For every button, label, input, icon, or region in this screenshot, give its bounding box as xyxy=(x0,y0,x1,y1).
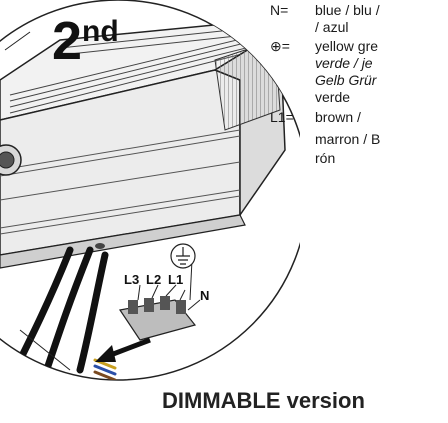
step-number: 2 xyxy=(52,11,83,71)
legend-key: L1= xyxy=(270,109,294,125)
legend-key: N= xyxy=(270,2,289,18)
label-leaders xyxy=(137,259,201,311)
step-indicator: 2nd xyxy=(52,14,119,77)
cable-gland-hole xyxy=(0,151,15,169)
step-suffix: nd xyxy=(82,15,119,48)
device-illustration: L3 L2 L1 N xyxy=(0,0,309,381)
legend-text: rón xyxy=(315,150,336,166)
legend-text: verde xyxy=(315,89,351,105)
direction-arrow-icon xyxy=(95,337,151,362)
wire-label-l3: L3 xyxy=(124,272,139,287)
housing-flange xyxy=(0,214,246,269)
legend-text: yellow gre xyxy=(315,38,379,54)
screw-hole xyxy=(95,243,105,249)
legend-text: / azul xyxy=(315,19,349,35)
legend-text: marron / B xyxy=(315,131,381,147)
housing-grooves xyxy=(0,129,241,235)
legend-text: blue / blu / xyxy=(315,2,380,18)
legend-text: brown / xyxy=(315,109,361,125)
version-caption: DIMMABLE version xyxy=(162,388,365,413)
wire-label-l2: L2 xyxy=(146,272,161,287)
callout-line-top xyxy=(4,31,31,51)
callout-line-bottom xyxy=(19,329,71,371)
installation-diagram: L3 L2 L1 N 2nd xyxy=(0,0,309,381)
legend-text: Gelb Grür xyxy=(315,72,377,88)
legend-key-ground-icon: ⊕= xyxy=(270,38,290,54)
wire-label-n: N xyxy=(200,288,209,303)
ground-icon xyxy=(170,243,196,269)
wire-color-legend: N= blue / blu / / azul ⊕= yellow gre ver… xyxy=(270,0,448,360)
legend-text: verde / je xyxy=(315,55,373,71)
terminal-block xyxy=(118,296,197,341)
wire-label-l1: L1 xyxy=(168,272,183,287)
heatsink-fins xyxy=(9,27,271,114)
